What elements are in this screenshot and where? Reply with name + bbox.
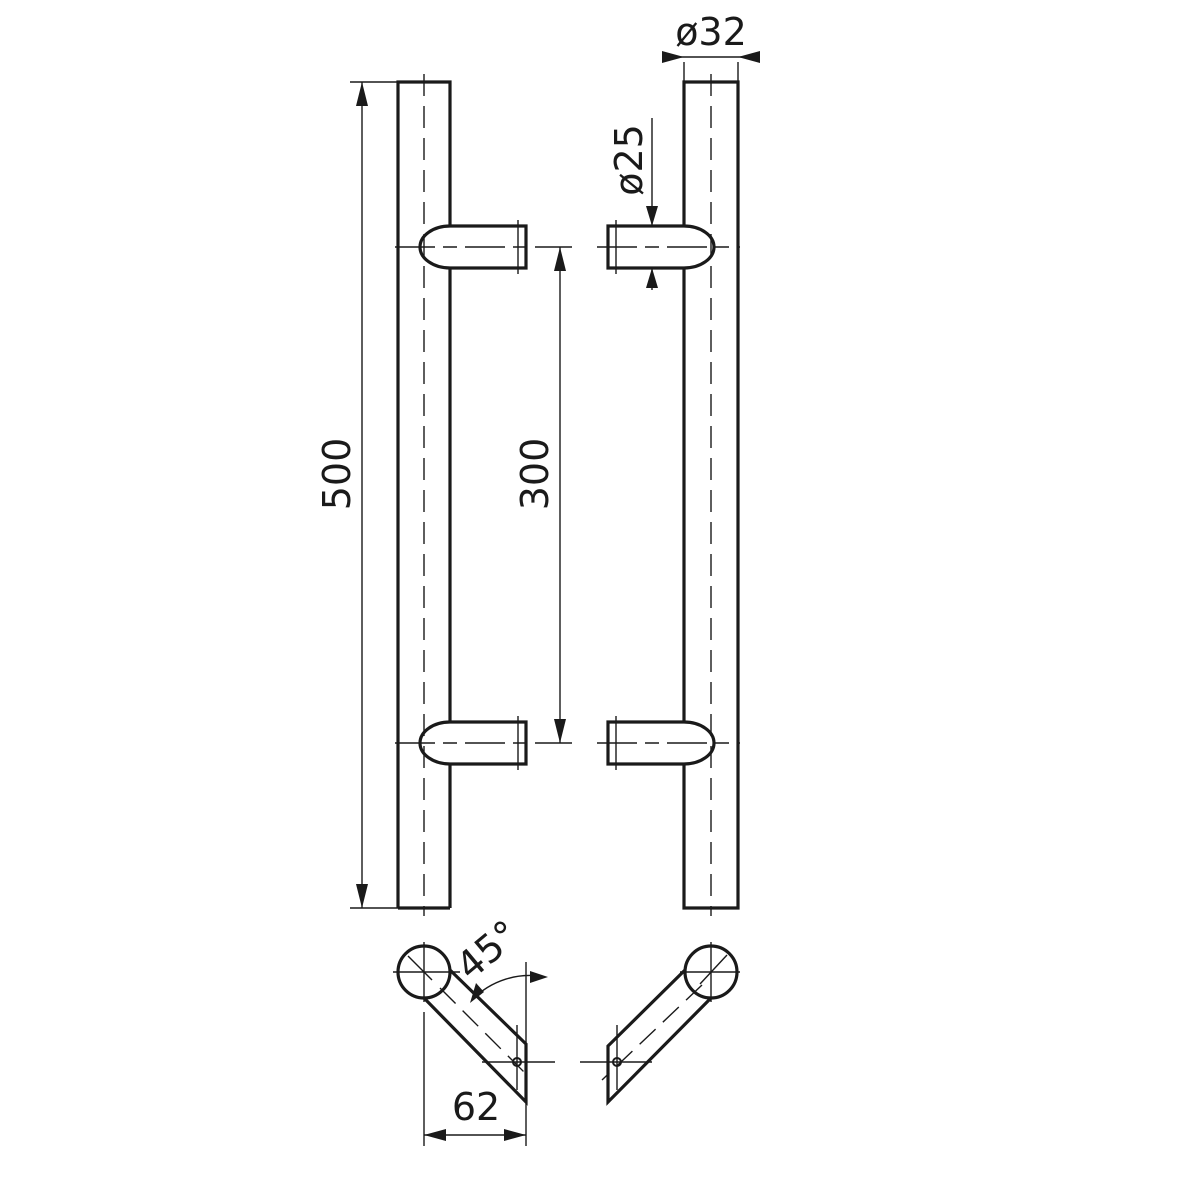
dimension-overall-length: 500	[315, 81, 398, 909]
dimension-62-label: 62	[452, 1085, 500, 1129]
dimension-diameter-25-label: ø25	[607, 124, 651, 196]
dimension-standoff-diameter: ø25	[607, 118, 658, 290]
dimension-bar-diameter: ø32	[662, 10, 760, 82]
right-plan-arm	[606, 968, 713, 1106]
dimension-300-label: 300	[513, 438, 557, 511]
right-handle-front-view	[597, 74, 740, 916]
left-plan-arm	[422, 968, 528, 1106]
dimension-diameter-32-label: ø32	[675, 10, 747, 54]
right-lower-standoff	[606, 720, 716, 766]
dimension-center-distance: 300	[513, 247, 566, 743]
right-upper-standoff	[606, 224, 716, 270]
left-lower-standoff	[418, 720, 528, 766]
left-plan-view: 45°	[393, 912, 555, 1106]
dimension-500-label: 500	[315, 438, 359, 511]
left-handle-front-view	[395, 74, 572, 916]
dimension-projection: 62	[423, 1012, 527, 1146]
right-plan-view	[580, 942, 740, 1106]
right-bar-outline	[682, 80, 740, 910]
left-upper-standoff	[418, 224, 528, 270]
